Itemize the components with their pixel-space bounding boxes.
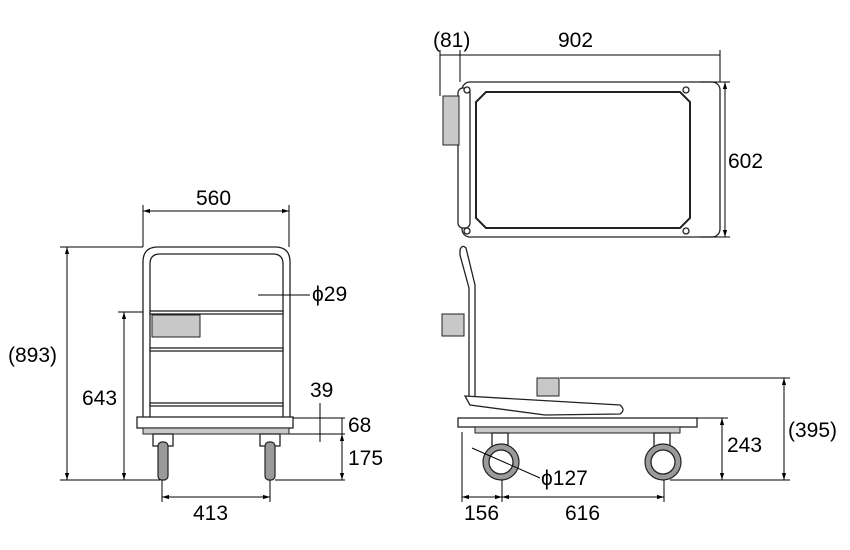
dim-overall-height: (893) [8, 344, 57, 367]
deck-frame-side [474, 426, 681, 434]
wheel-left [157, 441, 169, 481]
crossbar-upper [149, 310, 284, 315]
platform-mat [475, 91, 691, 229]
crossbar-lower [149, 347, 284, 352]
deck-frame [142, 427, 290, 435]
dim-frame-height: 68 [348, 414, 371, 437]
folding-lever [463, 395, 624, 416]
dim-pipe-diameter: ϕ29 [312, 283, 347, 306]
scale-display-top [442, 95, 460, 146]
scale-head [536, 377, 560, 397]
dim-deck-height: 243 [727, 434, 762, 457]
scale-display-side [441, 313, 465, 337]
dim-deck-clearance: 175 [348, 447, 383, 470]
dim-wheelbase: 616 [565, 502, 600, 525]
dim-wheel-diameter: ϕ127 [541, 467, 588, 490]
dim-wheel-offset: 156 [464, 502, 499, 525]
deck-top-rail [149, 402, 284, 407]
deck-side [457, 417, 698, 428]
dim-deck-thickness: 39 [310, 379, 333, 402]
top-view: (81) 902 602 [433, 29, 763, 238]
dim-handle-height: 643 [82, 387, 117, 410]
wheel-right [264, 441, 276, 481]
folded-handle [457, 87, 471, 229]
dim-wheel-track: 413 [193, 502, 228, 525]
dim-folded-height: (395) [788, 419, 837, 442]
deck [136, 416, 294, 429]
dim-width-602: 602 [728, 150, 763, 173]
dim-length: 902 [558, 29, 593, 52]
scale-display-box [151, 314, 201, 338]
dim-handle-offset: (81) [433, 29, 470, 52]
handle-side [459, 245, 476, 401]
dim-width-560: 560 [196, 187, 231, 210]
front-view: 560 (893) 643 ϕ29 39 68 175 413 [8, 187, 383, 525]
side-view: 243 (395) 156 616 ϕ127 [441, 245, 837, 525]
